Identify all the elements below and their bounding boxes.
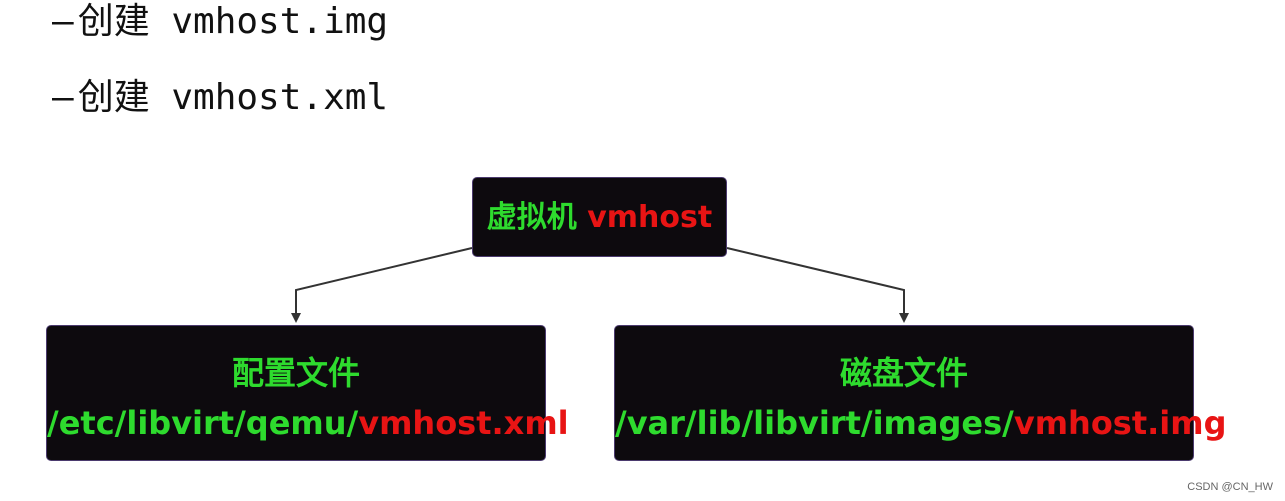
disk-file-title: 磁盘文件 xyxy=(839,354,968,392)
connector-to-disk-file xyxy=(726,247,909,323)
disk-path-file: vmhost.img xyxy=(1013,404,1227,442)
root-label-red: vmhost xyxy=(587,200,713,235)
root-label-green: 虚拟机 xyxy=(486,200,577,235)
disk-file-node: 磁盘文件 /var/lib/libvirt/images/vmhost.img xyxy=(614,325,1227,461)
config-file-title: 配置文件 xyxy=(231,354,360,392)
root-node-vmhost: 虚拟机 vmhost xyxy=(472,177,727,257)
watermark: CSDN @CN_HW xyxy=(1187,481,1273,493)
bullet-line-1: –创建 vmhost.img xyxy=(52,4,388,40)
connector-to-config-file xyxy=(291,247,473,323)
bullet-dash: – xyxy=(52,1,74,42)
disk-file-path: /var/lib/libvirt/images/vmhost.img xyxy=(615,404,1227,442)
bullet-dash: – xyxy=(52,77,74,118)
disk-path-dir: /var/lib/libvirt/images/ xyxy=(615,404,1014,442)
config-path-file: vmhost.xml xyxy=(358,404,569,442)
config-file-path: /etc/libvirt/qemu/vmhost.xml xyxy=(47,404,569,442)
config-path-dir: /etc/libvirt/qemu/ xyxy=(47,404,359,442)
bullet-text: 创建 vmhost.img xyxy=(77,1,389,42)
bullet-line-2: –创建 vmhost.xml xyxy=(52,80,388,116)
config-file-node: 配置文件 /etc/libvirt/qemu/vmhost.xml xyxy=(46,325,569,461)
bullet-text: 创建 vmhost.xml xyxy=(77,77,389,118)
